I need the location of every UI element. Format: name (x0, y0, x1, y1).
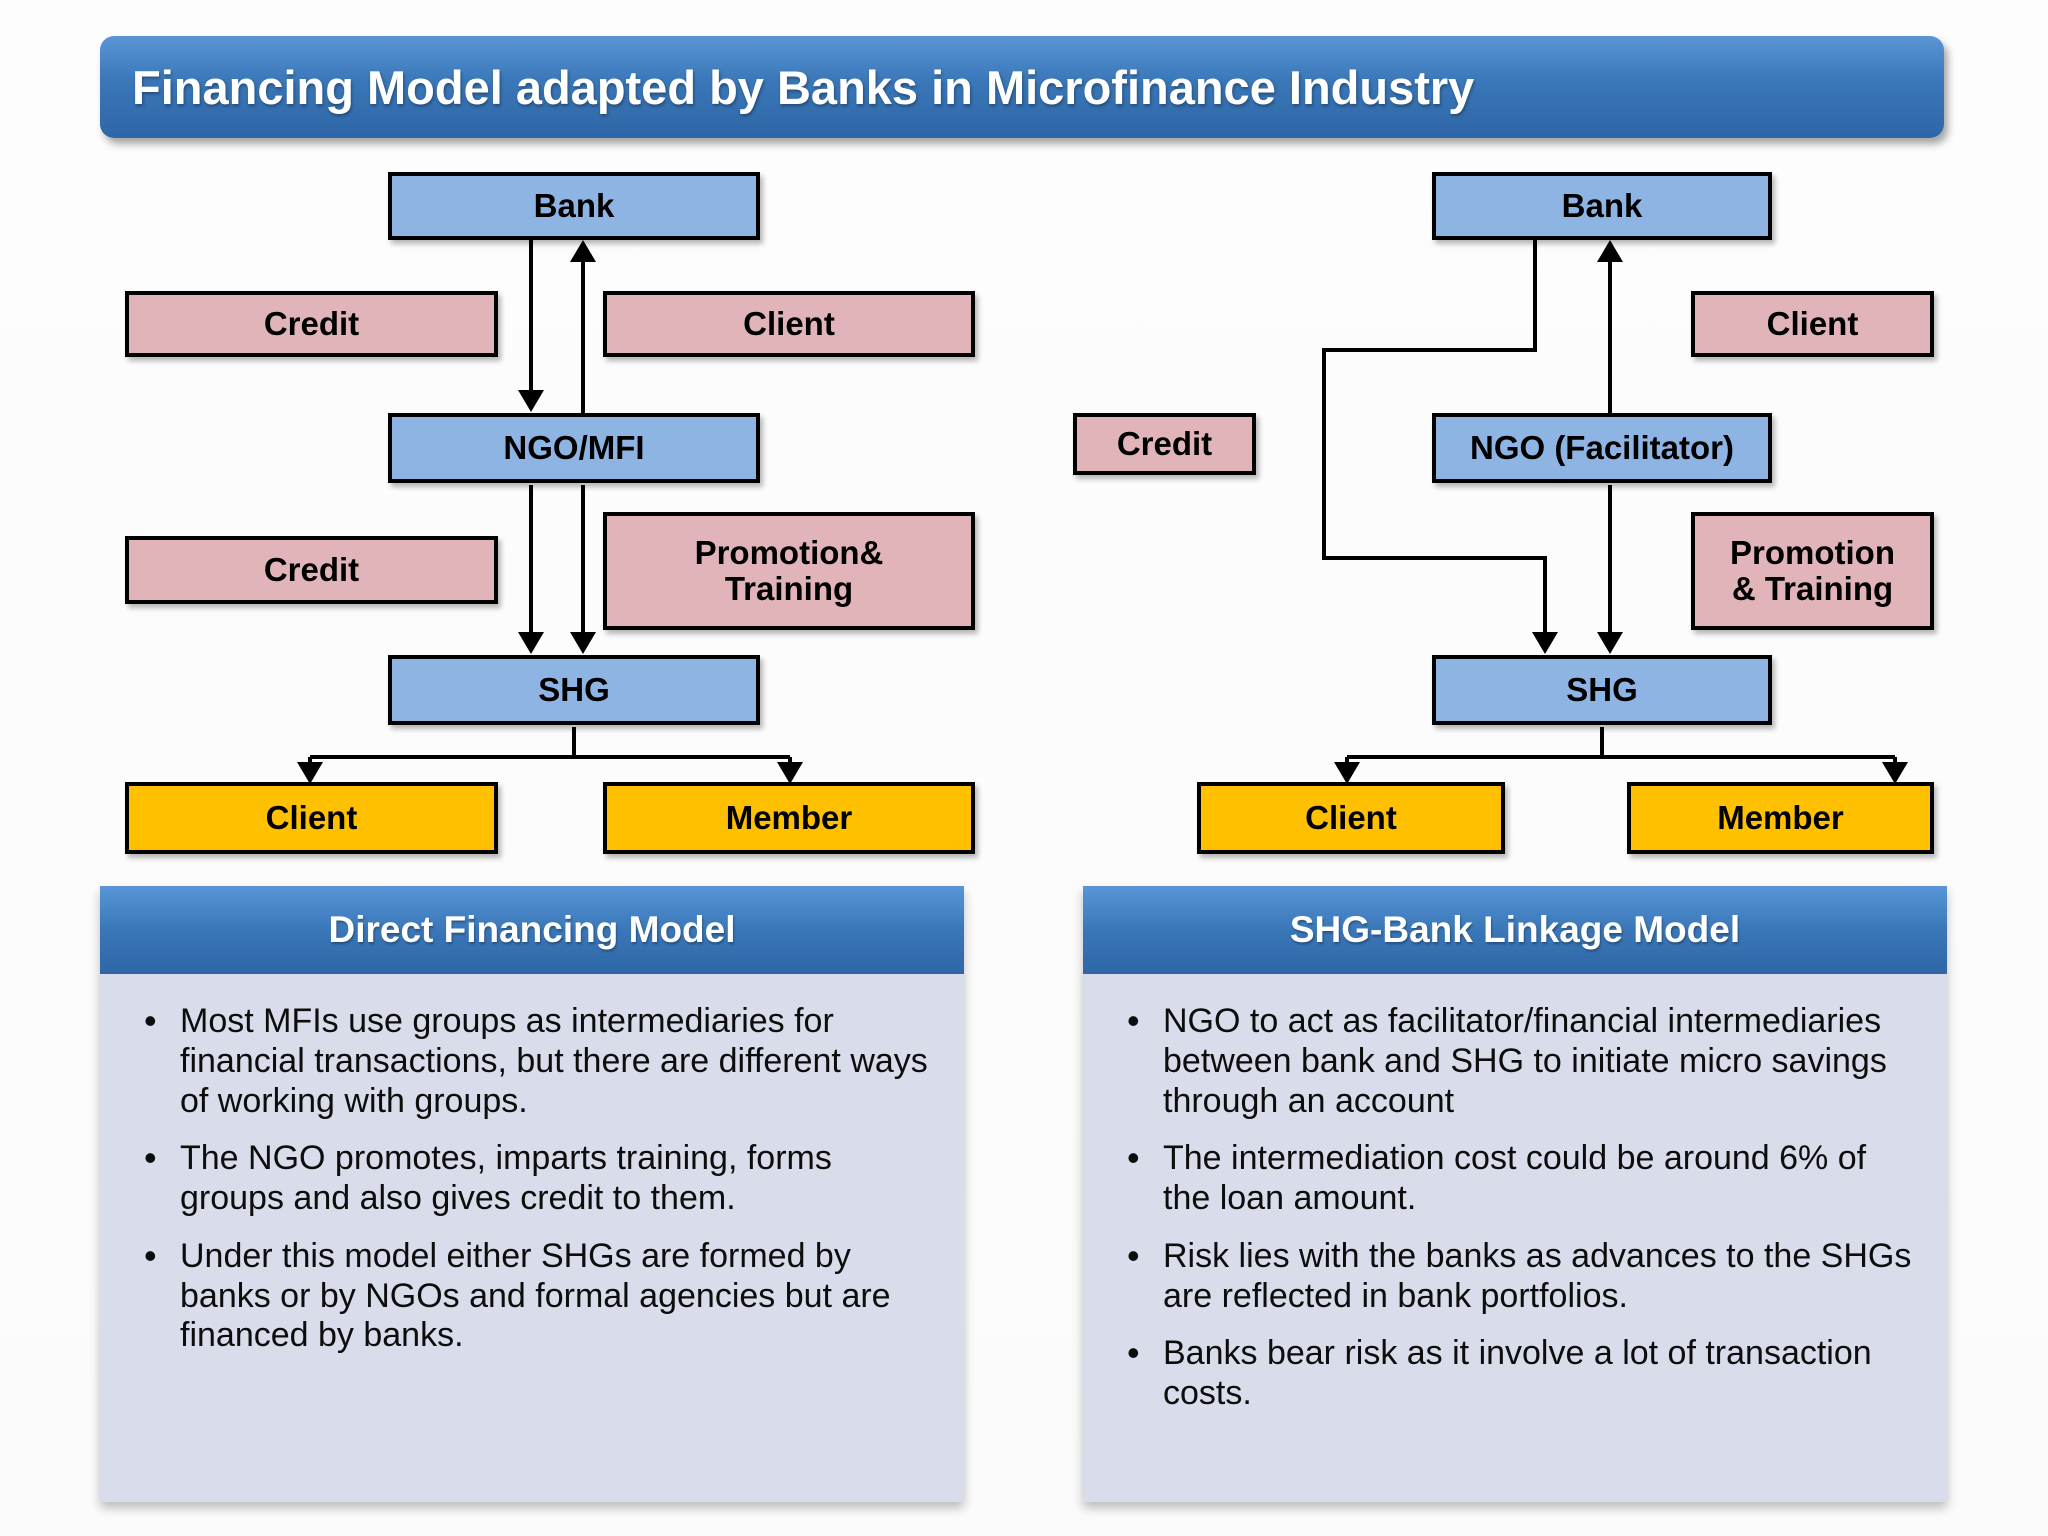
left-promotion-label-line1: Promotion& (694, 534, 884, 572)
left-client-orange-label: Client (265, 799, 358, 837)
right-member-label: Member (1717, 799, 1844, 837)
right-credit-label: Credit (1116, 425, 1213, 463)
left-member-box: Member (603, 782, 975, 854)
left-ngo-mfi-label: NGO/MFI (503, 429, 645, 467)
left-shg-label: SHG (538, 671, 610, 709)
right-client-pink-label: Client (1766, 305, 1859, 343)
left-bank-label: Bank (533, 187, 615, 225)
left-arrow-into-member (777, 762, 803, 784)
bullet-item: Banks bear risk as it involve a lot of t… (1119, 1332, 1919, 1414)
title-bar: Financing Model adapted by Banks in Micr… (100, 36, 1944, 138)
left-arrow-into-ngo (518, 390, 544, 412)
right-promotion-label-line1: Promotion (1730, 534, 1895, 572)
right-client-orange-label: Client (1305, 799, 1397, 837)
page-title: Financing Model adapted by Banks in Micr… (132, 60, 1475, 114)
right-arrow-into-bank (1597, 240, 1623, 262)
left-arrow-into-shg-2 (570, 632, 596, 654)
bullet-item: The intermediation cost could be around … (1119, 1137, 1919, 1219)
panel-direct-financing: Direct Financing Model Most MFIs use gro… (100, 886, 964, 1502)
bullet-item: The NGO promotes, imparts training, form… (136, 1137, 936, 1219)
right-client-pink-box: Client (1691, 291, 1934, 357)
right-promotion-label-line2: & Training (1731, 570, 1894, 607)
left-credit-bottom-box: Credit (125, 536, 498, 604)
right-shg-box: SHG (1432, 655, 1772, 725)
panel-shg-bank-linkage-header: SHG-Bank Linkage Model (1083, 886, 1947, 974)
panel-shg-bank-linkage-bullets: NGO to act as facilitator/financial inte… (1119, 1000, 1919, 1414)
right-arrow-elbow-into-shg (1532, 632, 1558, 654)
right-credit-box: Credit (1073, 413, 1256, 475)
right-client-orange-box: Client (1197, 782, 1505, 854)
right-bank-label: Bank (1561, 187, 1643, 225)
left-client-pink-label: Client (743, 305, 835, 343)
panel-direct-financing-body: Most MFIs use groups as intermediaries f… (100, 974, 964, 1502)
right-arrow-into-shg (1597, 632, 1623, 654)
left-credit-top-box: Credit (125, 291, 498, 357)
left-bank-box: Bank (388, 172, 760, 240)
panel-shg-bank-linkage-body: NGO to act as facilitator/financial inte… (1083, 974, 1947, 1502)
left-promotion-training-box: Promotion& Training (603, 512, 975, 630)
left-shg-fork (308, 727, 792, 765)
left-member-label: Member (725, 799, 853, 837)
left-credit-top-label: Credit (263, 305, 360, 343)
right-ngo-facilitator-box: NGO (Facilitator) (1432, 413, 1772, 483)
right-shg-label: SHG (1566, 671, 1638, 709)
panel-shg-bank-linkage: SHG-Bank Linkage Model NGO to act as fac… (1083, 886, 1947, 1502)
left-promotion-label-line2: Training (724, 570, 854, 607)
right-member-box: Member (1627, 782, 1934, 854)
panel-direct-financing-title: Direct Financing Model (328, 909, 736, 950)
right-shg-fork (1345, 727, 1897, 765)
left-credit-bottom-label: Credit (263, 551, 360, 589)
panel-direct-financing-header: Direct Financing Model (100, 886, 964, 974)
right-bank-box: Bank (1432, 172, 1772, 240)
left-arrow-into-bank (570, 240, 596, 262)
right-arrow-into-member (1882, 762, 1908, 784)
left-arrow-into-shg-1 (518, 632, 544, 654)
right-ngo-facilitator-label: NGO (Facilitator) (1469, 429, 1735, 467)
right-arrow-into-client (1334, 762, 1360, 784)
left-ngo-mfi-box: NGO/MFI (388, 413, 760, 483)
left-client-orange-box: Client (125, 782, 498, 854)
left-shg-box: SHG (388, 655, 760, 725)
right-promotion-training-box: Promotion & Training (1691, 512, 1934, 630)
bullet-item: Most MFIs use groups as intermediaries f… (136, 1000, 936, 1121)
bullet-item: NGO to act as facilitator/financial inte… (1119, 1000, 1919, 1121)
panel-direct-financing-bullets: Most MFIs use groups as intermediaries f… (136, 1000, 936, 1356)
left-arrow-into-client (297, 762, 323, 784)
left-client-pink-box: Client (603, 291, 975, 357)
bullet-item: Risk lies with the banks as advances to … (1119, 1235, 1919, 1317)
bullet-item: Under this model either SHGs are formed … (136, 1235, 936, 1356)
panel-shg-bank-linkage-title: SHG-Bank Linkage Model (1289, 909, 1741, 950)
